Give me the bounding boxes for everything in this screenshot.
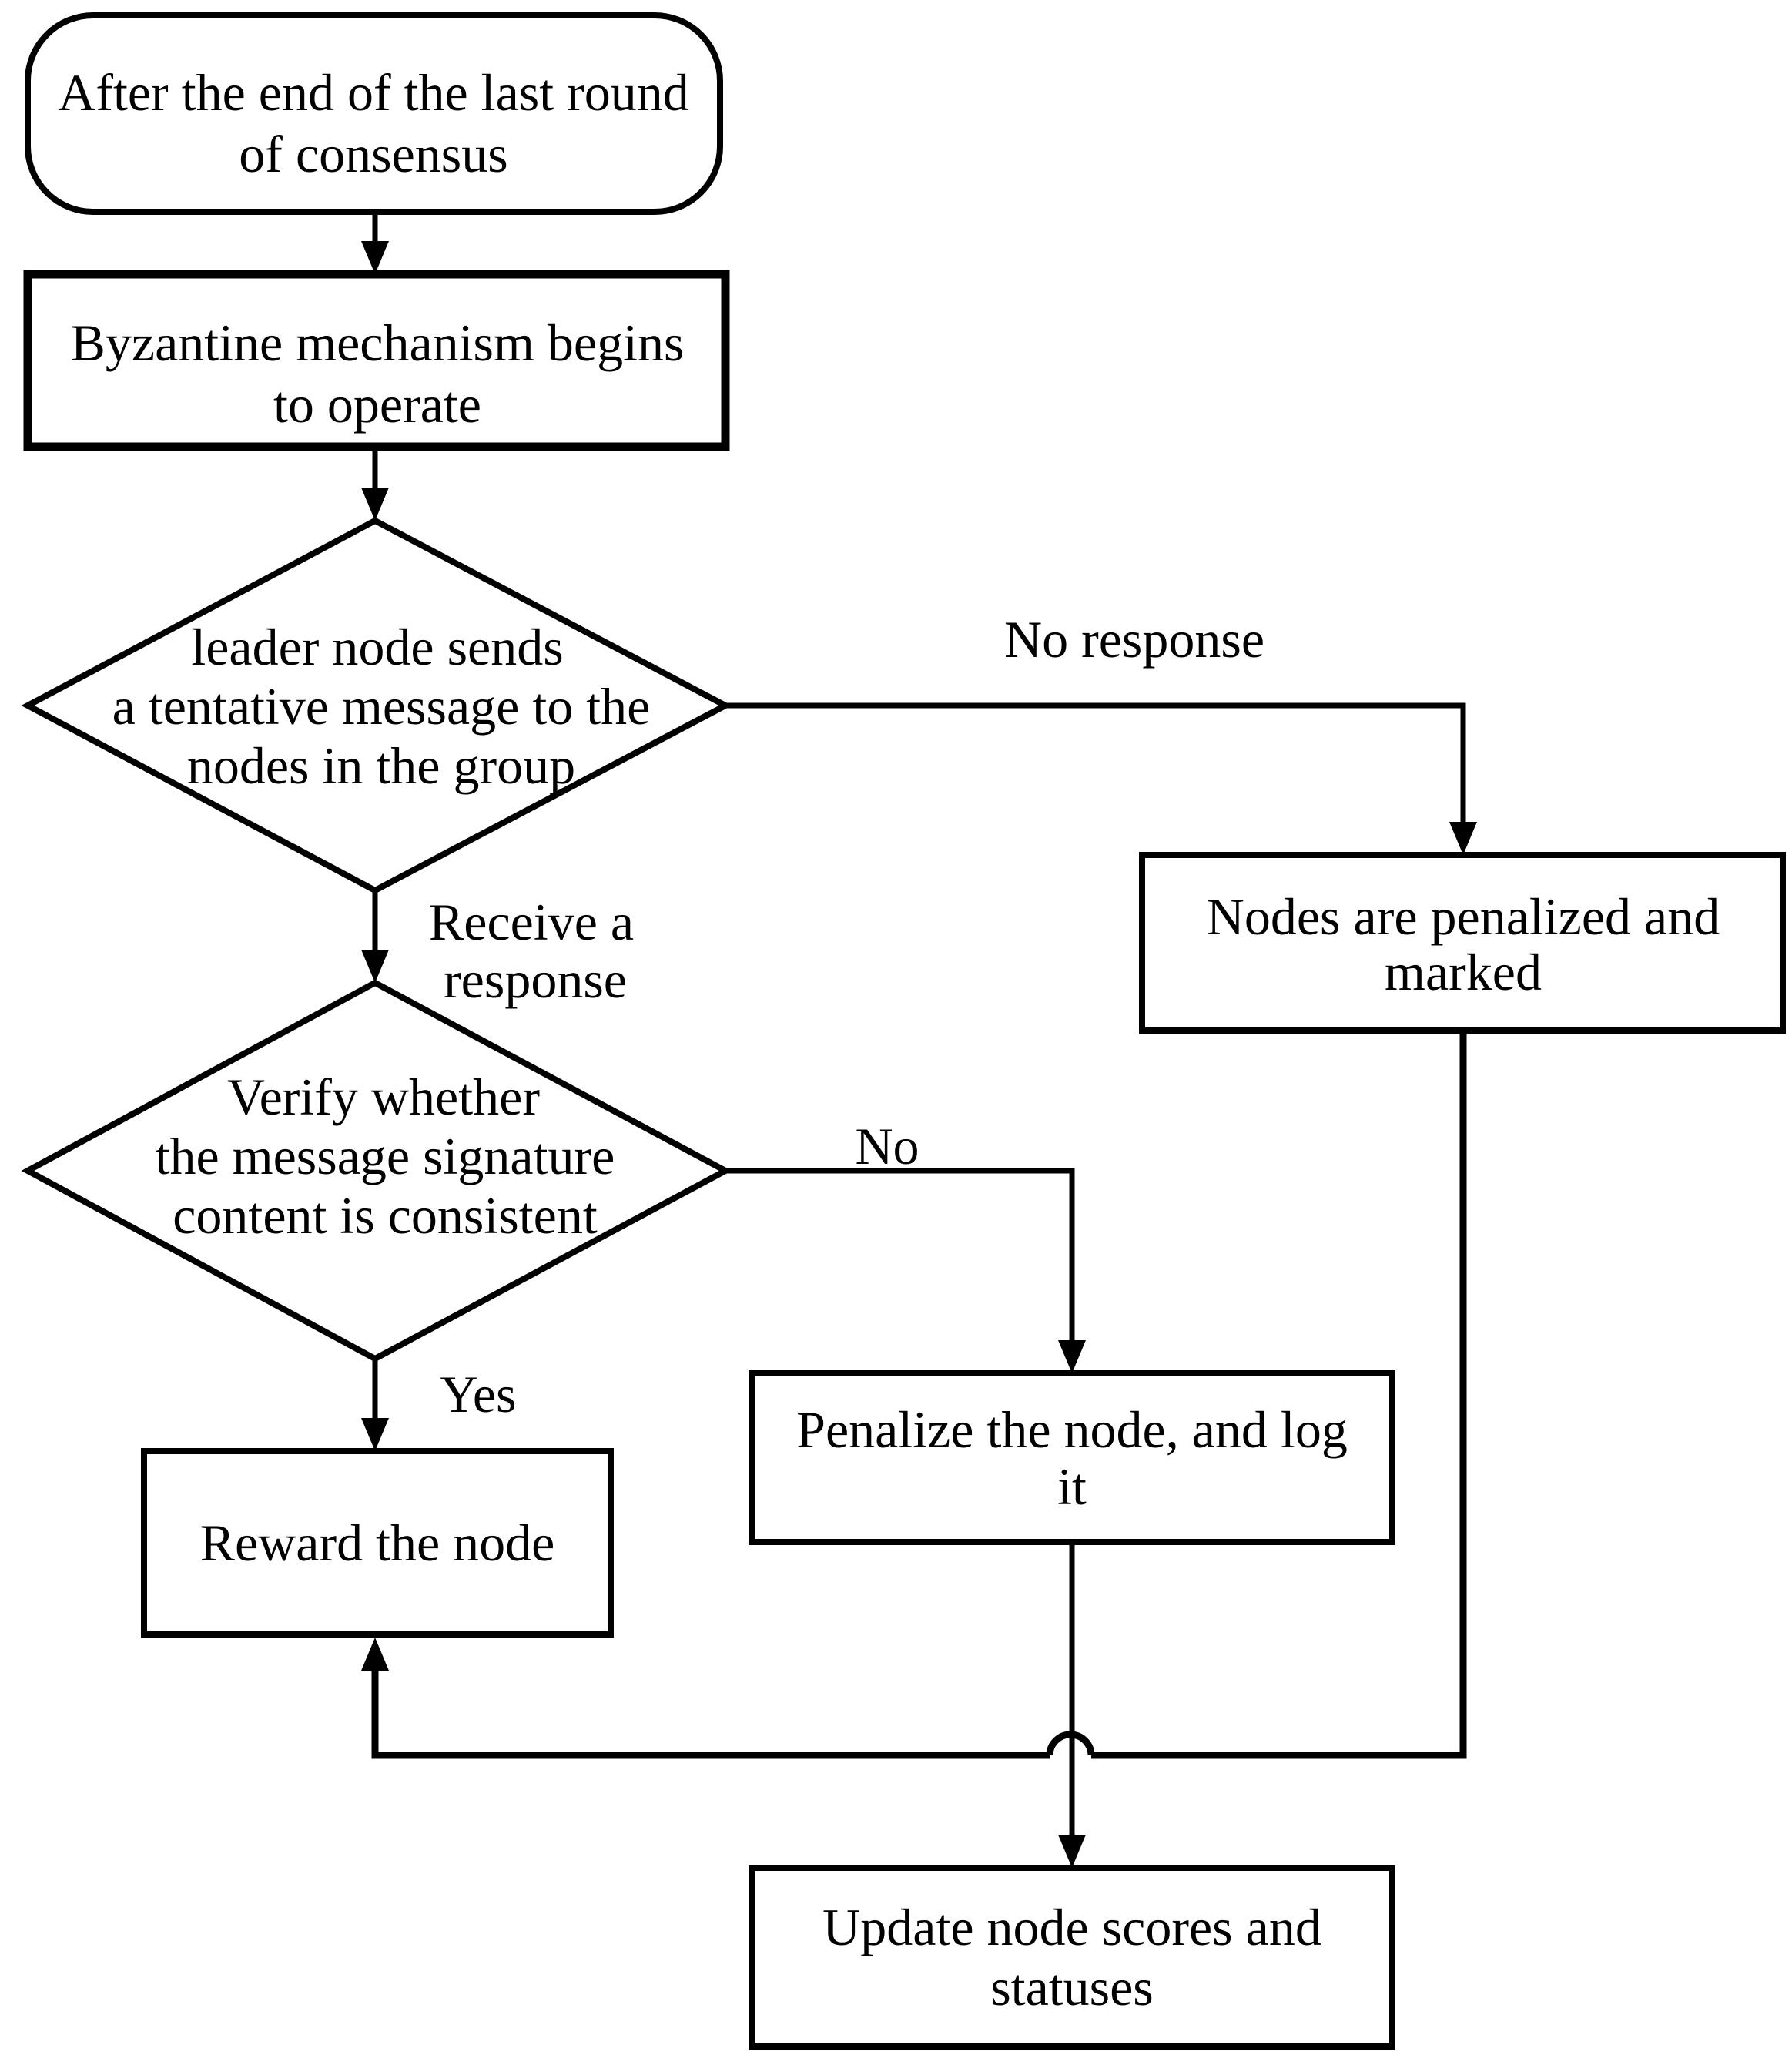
arrowhead-down xyxy=(361,1418,389,1451)
edge-label-no-response: No response xyxy=(1004,610,1264,669)
node-penalized-marked-process: Nodes are penalized and marked xyxy=(1139,852,1786,1034)
node-penalized-marked-label-line-1: Nodes are penalized and xyxy=(1207,887,1720,946)
node-begin-label-line-2: to operate xyxy=(273,375,481,434)
node-reward-label-line-1: Reward the node xyxy=(200,1514,555,1572)
process-box xyxy=(1139,852,1786,1034)
edge-label-receive-response-line-1: Receive a xyxy=(429,893,634,951)
edge-label-yes: Yes xyxy=(440,1365,517,1423)
node-start-label-line-2: of consensus xyxy=(239,125,507,183)
edge-verify-to-reward xyxy=(361,1359,389,1451)
arrowhead-up xyxy=(361,1638,389,1671)
node-verify-label-line-3: content is consistent xyxy=(173,1186,598,1245)
arrowhead-down xyxy=(1058,1835,1086,1868)
node-update-label-line-1: Update node scores and xyxy=(822,1898,1321,1956)
node-penalize-log-label-line-1: Penalize the node, and log xyxy=(796,1400,1348,1459)
arrowhead-down xyxy=(361,488,389,521)
process-box xyxy=(749,1370,1395,1545)
edge-begin-to-send xyxy=(361,447,389,521)
node-start-label-line-1: After the end of the last round xyxy=(58,63,689,122)
edge-send-to-verify xyxy=(361,890,389,983)
node-send-label-line-1: leader node sends xyxy=(191,618,563,676)
node-verify-decision: Verify whether the message signature con… xyxy=(21,979,732,1363)
edge-send-to-penalized xyxy=(725,702,1477,855)
node-penalize-log-process: Penalize the node, and log it xyxy=(749,1370,1395,1545)
decision-diamond xyxy=(21,979,732,1363)
node-begin-label-line-1: Byzantine mechanism begins xyxy=(71,313,685,372)
process-box xyxy=(141,1448,614,1638)
node-reward-process: Reward the node xyxy=(141,1448,614,1638)
edge-label-receive-response-line-2: response xyxy=(444,950,627,1009)
node-send-decision: leader node sends a tentative message to… xyxy=(21,517,732,894)
arrowhead-down xyxy=(1058,1340,1086,1373)
connector-line xyxy=(725,1168,1075,1340)
connector-line xyxy=(371,1671,1050,1759)
decision-diamond xyxy=(21,517,732,894)
connector-line xyxy=(725,702,1466,822)
node-penalize-log-label-line-2: it xyxy=(1057,1457,1087,1516)
arrowhead-down xyxy=(361,950,389,983)
edge-start-to-begin xyxy=(361,212,389,274)
arrowhead-down xyxy=(1449,822,1477,855)
node-send-label-line-3: nodes in the group xyxy=(187,736,575,795)
node-send-label-line-2: a tentative message to the xyxy=(112,677,651,736)
process-box xyxy=(23,270,730,451)
node-update-label-line-2: statuses xyxy=(990,1958,1154,2016)
node-start-terminator: After the end of the last round of conse… xyxy=(25,12,723,215)
process-box xyxy=(749,1865,1395,2050)
terminator-shape xyxy=(25,12,723,215)
node-penalized-marked-label-line-2: marked xyxy=(1385,943,1542,1001)
arrowhead-down xyxy=(361,241,389,274)
edge-label-no: No xyxy=(855,1117,919,1175)
connector-line xyxy=(1091,1031,1467,1759)
node-begin-process: Byzantine mechanism begins to operate xyxy=(23,270,730,451)
edge-penalize-to-update xyxy=(1058,1542,1086,1868)
node-update-process: Update node scores and statuses xyxy=(749,1865,1395,2050)
node-verify-label-line-2: the message signature xyxy=(156,1127,615,1185)
edge-verify-to-penalize xyxy=(725,1168,1086,1373)
node-verify-label-line-1: Verify whether xyxy=(227,1068,540,1126)
